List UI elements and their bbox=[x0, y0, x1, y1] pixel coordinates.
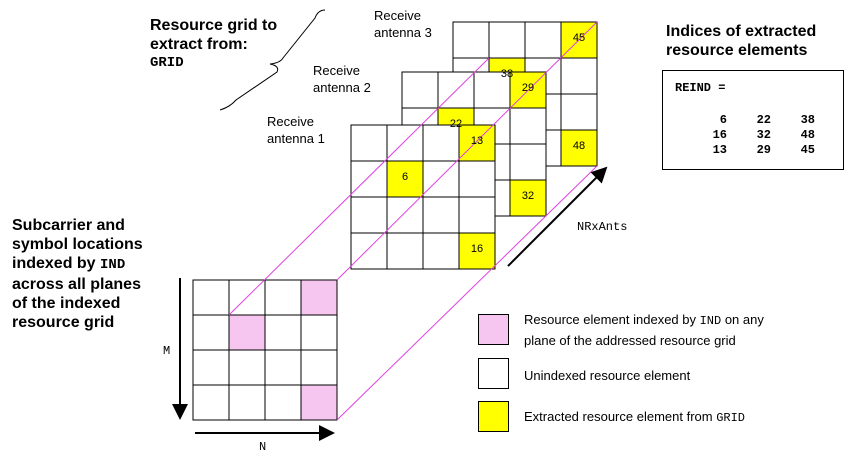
extracted-cell-32 bbox=[509, 179, 547, 217]
cell-value-6: 6 bbox=[401, 171, 409, 183]
nrxants-axis-arrow bbox=[507, 166, 608, 267]
antenna-1-label-line1: Receive bbox=[267, 114, 314, 129]
cell-value-29: 29 bbox=[521, 82, 535, 94]
resource-grid-title-code: GRID bbox=[150, 55, 184, 71]
cell-value-22: 22 bbox=[449, 118, 463, 130]
reind-value: 32 bbox=[756, 128, 771, 142]
indices-title: Indices of extracted resource elements bbox=[666, 22, 816, 60]
legend-code: GRID bbox=[716, 411, 746, 425]
subcarrier-line1: Subcarrier and bbox=[12, 217, 125, 234]
antenna-1-label-line2: antenna 1 bbox=[267, 131, 325, 146]
reind-header: REIND = bbox=[675, 81, 726, 95]
antenna-1-label: Receive antenna 1 bbox=[267, 113, 325, 147]
reind-value: 48 bbox=[800, 128, 815, 142]
antenna-3-label-line2: antenna 3 bbox=[374, 25, 432, 40]
indexed-cell bbox=[300, 279, 338, 316]
indices-title-line1: Indices of extracted bbox=[666, 23, 817, 40]
resource-grid-title-line2: extract from: bbox=[150, 36, 248, 53]
reind-row: 13 29 45 bbox=[675, 143, 835, 158]
antenna-2-label: Receive antenna 2 bbox=[313, 62, 371, 96]
axis-n-label: N bbox=[259, 440, 267, 454]
extracted-cell-16 bbox=[458, 232, 496, 270]
indexed-cell bbox=[300, 384, 338, 421]
subcarrier-line2: symbol locations bbox=[12, 236, 143, 253]
legend-item-indexed: Resource element indexed by IND on any p… bbox=[524, 310, 834, 350]
antenna-3-label-line1: Receive bbox=[374, 8, 421, 23]
indices-title-line2: resource elements bbox=[666, 42, 808, 59]
subcarrier-line3-text: indexed by bbox=[12, 255, 101, 272]
cell-value-32: 32 bbox=[521, 190, 535, 202]
antenna-2-label-line1: Receive bbox=[313, 63, 360, 78]
antenna-2-label-line2: antenna 2 bbox=[313, 80, 371, 95]
resource-grid-title: Resource grid to extract from: GRID bbox=[150, 16, 277, 73]
cell-value-45: 45 bbox=[572, 32, 586, 44]
subcarrier-line3: indexed by IND bbox=[12, 254, 143, 275]
reind-value: 16 bbox=[712, 128, 727, 142]
subcarrier-line4: across all planes bbox=[12, 276, 141, 293]
reind-box: REIND = 6 22 38 16 32 48 13 29 45 bbox=[662, 70, 844, 170]
axis-nrxants-label: NRxAnts bbox=[577, 220, 628, 234]
reind-value: 13 bbox=[712, 143, 727, 157]
reind-row: 6 22 38 bbox=[675, 113, 835, 128]
legend-text: Extracted resource element from bbox=[524, 409, 717, 424]
antenna-3-label: Receive antenna 3 bbox=[374, 7, 432, 41]
reind-value: 45 bbox=[800, 143, 815, 157]
extracted-cell-48 bbox=[560, 129, 598, 167]
grid-antenna-1 bbox=[350, 124, 496, 270]
legend-swatch-extracted bbox=[478, 401, 509, 432]
guide-lines bbox=[228, 21, 598, 421]
legend-text: on any bbox=[721, 312, 764, 327]
cell-value-16: 16 bbox=[470, 243, 484, 255]
legend-swatch-indexed bbox=[478, 314, 509, 345]
indexed-cell bbox=[228, 314, 266, 351]
reind-value: 6 bbox=[719, 113, 727, 127]
subcarrier-line5: of the indexed bbox=[12, 295, 121, 312]
resource-grid-title-line1: Resource grid to bbox=[150, 17, 278, 34]
reind-values: 6 22 38 16 32 48 13 29 45 bbox=[675, 113, 835, 158]
legend-text: plane of the addressed resource grid bbox=[524, 333, 736, 348]
legend-code: IND bbox=[699, 314, 722, 328]
reind-value: 22 bbox=[756, 113, 771, 127]
legend-item-unindexed: Unindexed resource element bbox=[524, 368, 691, 383]
reind-row: 16 32 48 bbox=[675, 128, 835, 143]
curly-brace bbox=[219, 9, 326, 111]
legend-text: Resource element indexed by bbox=[524, 312, 700, 327]
legend-swatch-unindexed bbox=[478, 358, 509, 389]
subcarrier-line6: resource grid bbox=[12, 314, 115, 331]
reind-value: 38 bbox=[800, 113, 815, 127]
legend-item-extracted: Extracted resource element from GRID bbox=[524, 407, 834, 428]
cell-value-38: 38 bbox=[500, 68, 514, 80]
subcarrier-line3-code: IND bbox=[100, 257, 126, 273]
axis-m-label: M bbox=[163, 344, 171, 358]
subcarrier-description: Subcarrier and symbol locations indexed … bbox=[12, 216, 143, 332]
extracted-cell-13 bbox=[458, 124, 496, 162]
cell-value-13: 13 bbox=[470, 135, 484, 147]
index-grid bbox=[192, 279, 338, 421]
reind-value: 29 bbox=[756, 143, 771, 157]
cell-value-48: 48 bbox=[572, 140, 586, 152]
